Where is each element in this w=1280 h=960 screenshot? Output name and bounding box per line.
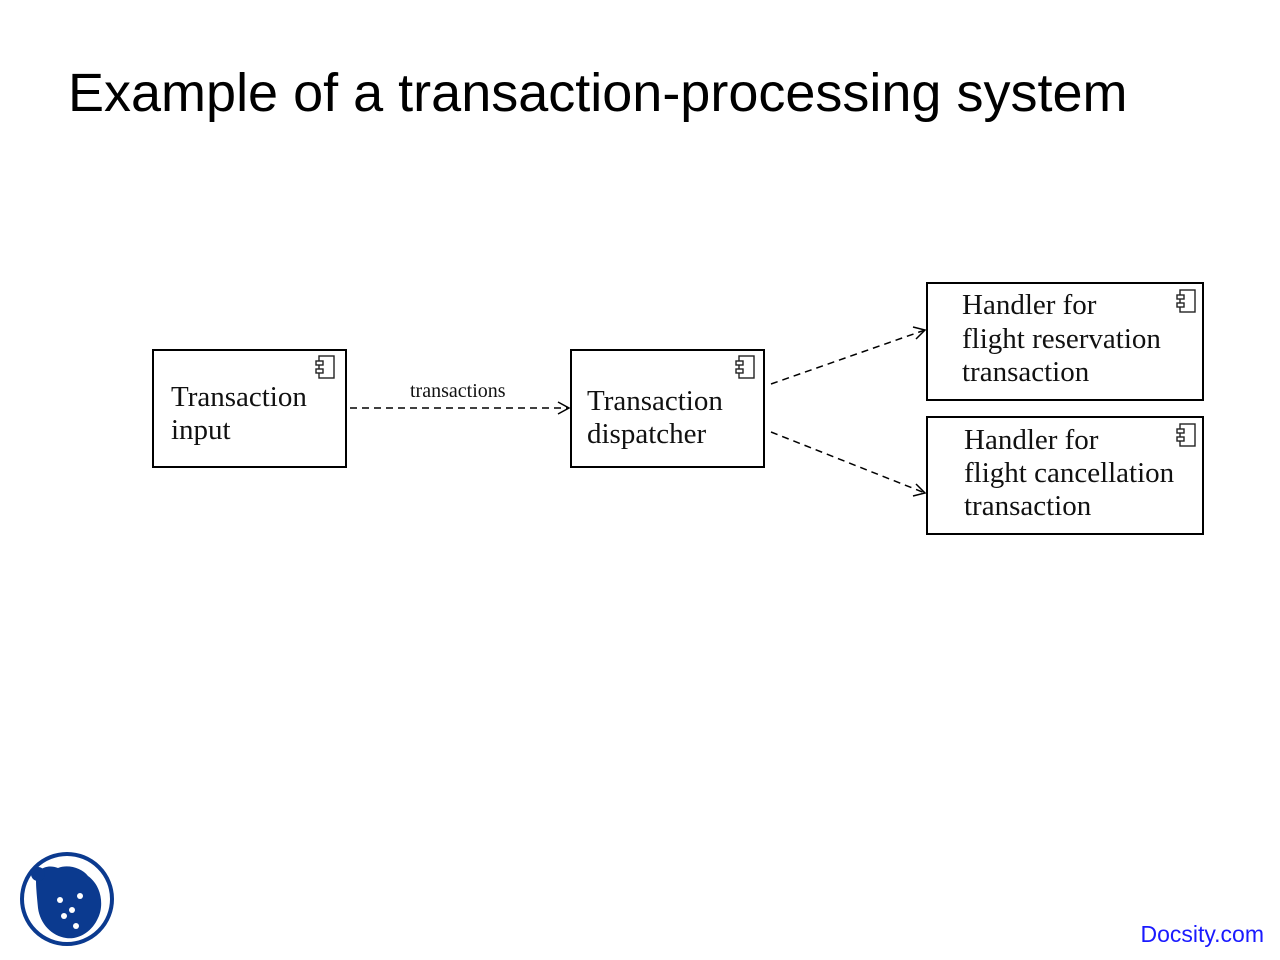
transaction-dispatcher-line-1: Transaction bbox=[587, 385, 723, 417]
reservation-handler-line-2: flight reservation bbox=[962, 323, 1161, 355]
docsity-link[interactable]: Docsity.com bbox=[1140, 921, 1264, 947]
reservation-handler-line-3: transaction bbox=[962, 356, 1090, 388]
transaction-dispatcher-box: Transaction dispatcher bbox=[570, 349, 765, 468]
cancellation-handler-line-1: Handler for bbox=[964, 424, 1099, 456]
reservation-handler-box: Handler for flight reservation transacti… bbox=[926, 282, 1204, 401]
docsity-logo-icon bbox=[20, 852, 114, 946]
component-icon bbox=[1176, 289, 1196, 313]
arrowhead-icon bbox=[912, 326, 927, 340]
edge-input-to-dispatcher: transactions bbox=[350, 380, 571, 415]
cancellation-handler-line-3: transaction bbox=[964, 490, 1092, 522]
edge-label-transactions: transactions bbox=[410, 380, 506, 402]
transaction-input-box: Transaction input bbox=[152, 349, 347, 468]
edge-dispatcher-to-cancellation bbox=[770, 431, 927, 497]
cancellation-handler-box: Handler for flight cancellation transact… bbox=[926, 416, 1204, 535]
arrowhead-icon bbox=[557, 401, 571, 415]
transaction-input-line-1: Transaction bbox=[171, 381, 307, 413]
transaction-dispatcher-line-2: dispatcher bbox=[587, 418, 707, 450]
transaction-input-line-2: input bbox=[171, 414, 231, 446]
edge-dispatcher-to-reservation bbox=[770, 326, 927, 385]
slide-title: Example of a transaction-processing syst… bbox=[68, 63, 1128, 123]
arrowhead-icon bbox=[912, 483, 927, 497]
component-icon bbox=[735, 355, 755, 379]
reservation-handler-line-1: Handler for bbox=[962, 289, 1097, 321]
cancellation-handler-line-2: flight cancellation bbox=[964, 457, 1175, 489]
component-icon bbox=[315, 355, 335, 379]
component-icon bbox=[1176, 423, 1196, 447]
